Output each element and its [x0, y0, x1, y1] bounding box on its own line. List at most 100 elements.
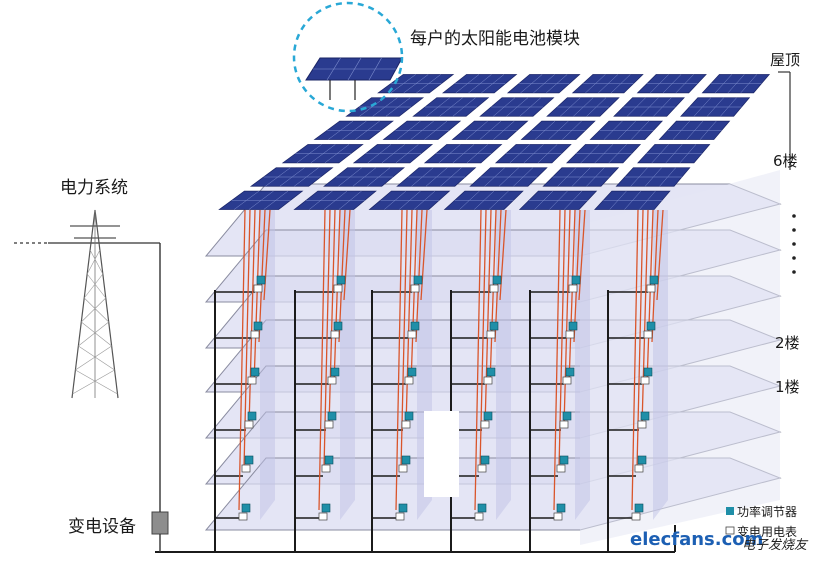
electric-meter-icon — [553, 512, 563, 521]
column-pillar — [260, 210, 275, 520]
power-regulator-icon — [410, 321, 420, 331]
roof-label: 屋顶 — [770, 51, 801, 69]
electric-meter-icon — [404, 376, 414, 385]
power-regulator-icon — [477, 503, 487, 513]
electric-meter-icon — [241, 464, 251, 473]
electric-meter-icon — [486, 330, 496, 339]
power-regulator-icon — [253, 321, 263, 331]
electric-meter-icon — [474, 512, 484, 521]
electric-meter-icon — [324, 420, 334, 429]
power-regulator-icon — [480, 455, 490, 465]
electric-meter-icon — [565, 330, 575, 339]
electric-meter-icon — [238, 512, 248, 521]
transformer-icon — [151, 511, 169, 535]
electric-meter-icon — [568, 284, 578, 293]
column-pillar — [340, 210, 355, 520]
ellipsis-dot — [792, 242, 796, 246]
tower-brace — [81, 297, 106, 323]
power-regulator-icon — [568, 321, 578, 331]
legend-regulator-icon — [726, 507, 734, 515]
panel-wire — [631, 209, 639, 511]
electric-meter-icon — [646, 284, 656, 293]
electric-meter-icon — [395, 512, 405, 521]
power-regulator-icon — [559, 455, 569, 465]
panel-wire — [410, 209, 418, 385]
pillars — [260, 210, 668, 520]
single-module — [292, 1, 404, 113]
tower-brace — [86, 273, 107, 299]
panel-wire — [333, 209, 341, 385]
power-regulator-icon — [404, 411, 414, 421]
electric-meter-icon — [483, 376, 493, 385]
power-regulator-icon — [483, 411, 493, 421]
panel-wire — [578, 209, 586, 301]
roof-solar-array — [218, 74, 771, 210]
electric-meter-icon — [330, 330, 340, 339]
electric-meter-icon — [407, 330, 417, 339]
panel-wire — [343, 209, 351, 301]
power-regulator-icon — [649, 275, 659, 285]
power-regulator-icon — [330, 367, 340, 377]
watermark-tagline: 电子发烧友 — [742, 538, 808, 553]
module-label: 每户的太阳能电池模块 — [410, 29, 580, 49]
floor-6-label: 6楼 — [773, 152, 798, 170]
tower-brace — [75, 345, 112, 371]
panel-wire — [328, 209, 336, 427]
building-frame — [778, 71, 796, 274]
power-regulator-icon — [333, 321, 343, 331]
electric-meter-icon — [489, 284, 499, 293]
electric-meter-icon — [556, 464, 566, 473]
power-regulator-icon — [486, 367, 496, 377]
watermark-logo: elecfans.com — [630, 529, 764, 550]
electric-meter-icon — [318, 512, 328, 521]
panel-wire — [474, 209, 482, 511]
power-regulator-icon — [556, 503, 566, 513]
tower-brace — [89, 249, 104, 275]
power-regulator-icon — [643, 367, 653, 377]
tower-brace — [75, 369, 118, 395]
electric-meter-icon — [637, 420, 647, 429]
tower-leg — [94, 209, 119, 399]
floor-1-label: 1楼 — [775, 378, 800, 396]
power-regulator-icon — [637, 455, 647, 465]
panel-wire — [484, 209, 492, 427]
column-pillar — [653, 210, 668, 520]
power-regulator-icon — [640, 411, 650, 421]
electric-meter-icon — [480, 420, 490, 429]
power-regulator-icon — [413, 275, 423, 285]
electric-meter-icon — [250, 330, 260, 339]
power-regulator-icon — [324, 455, 334, 465]
panel-wire — [646, 209, 654, 385]
power-regulator-icon — [565, 367, 575, 377]
power-regulator-icon — [571, 275, 581, 285]
panel-wire — [248, 209, 256, 427]
power-regulator-icon — [336, 275, 346, 285]
tower-brace — [78, 345, 115, 371]
power-regulator-icon — [244, 455, 254, 465]
power-regulator-icon — [321, 503, 331, 513]
building-side — [580, 170, 780, 545]
highlight-circle — [292, 1, 404, 113]
column-pillar — [496, 210, 511, 520]
power-tower — [14, 209, 161, 552]
ellipsis-dot — [792, 256, 796, 260]
tower-brace — [86, 249, 101, 275]
tower-brace — [84, 297, 109, 323]
electric-meter-icon — [247, 376, 257, 385]
ellipsis-dot — [792, 228, 796, 232]
power-regulator-icon — [646, 321, 656, 331]
power-regulator-icon — [241, 503, 251, 513]
tower-brace — [81, 321, 112, 347]
panel-wire — [238, 209, 246, 511]
panel-wire — [641, 209, 649, 427]
electric-meter-icon — [401, 420, 411, 429]
electric-meter-icon — [321, 464, 331, 473]
power-regulator-icon — [634, 503, 644, 513]
column-pillar — [575, 210, 590, 520]
panel-wire — [656, 209, 664, 301]
power-regulator-icon — [489, 321, 499, 331]
electric-meter-icon — [253, 284, 263, 293]
electric-meter-icon — [631, 512, 641, 521]
panel-wire — [553, 209, 561, 511]
